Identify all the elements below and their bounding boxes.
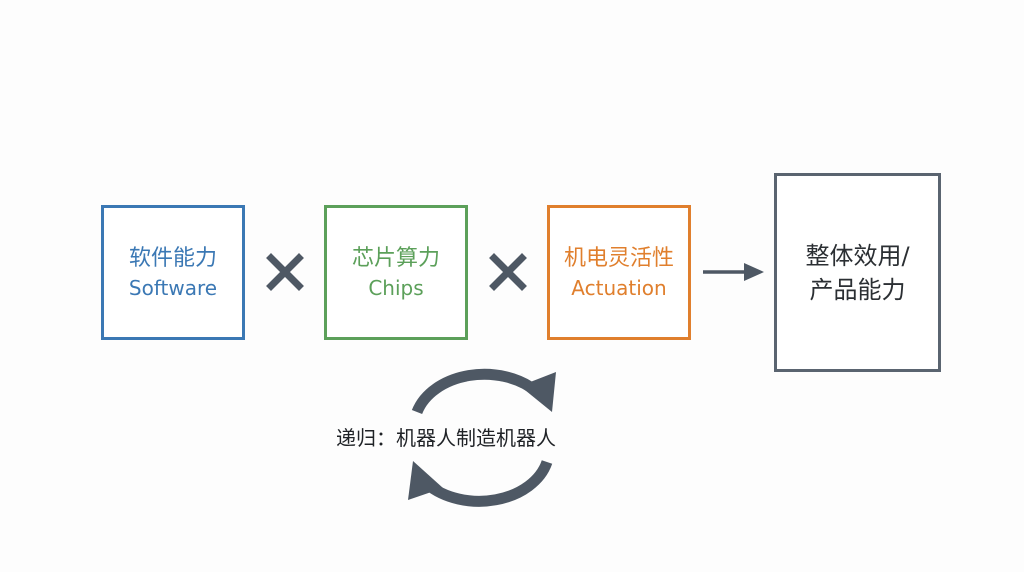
software-title-zh: 软件能力 — [128, 245, 217, 271]
actuation-title-zh: 机电灵活性 — [563, 245, 674, 271]
chips-title-en: Chips — [368, 275, 424, 300]
result-line-2: 产品能力 — [809, 275, 906, 304]
chips-box: 芯片算力 Chips — [324, 205, 468, 340]
actuation-title-en: Actuation — [571, 275, 667, 300]
result-line-1: 整体效用/ — [805, 241, 910, 270]
result-box: 整体效用/ 产品能力 — [774, 173, 941, 372]
times-icon — [266, 253, 304, 291]
times-icon — [489, 253, 527, 291]
software-title-en: Software — [128, 275, 218, 300]
actuation-box: 机电灵活性 Actuation — [547, 205, 691, 340]
software-box: 软件能力 Software — [101, 205, 245, 340]
chips-title-zh: 芯片算力 — [351, 245, 440, 271]
recursion-label: 递归：机器人制造机器人 — [336, 426, 556, 450]
